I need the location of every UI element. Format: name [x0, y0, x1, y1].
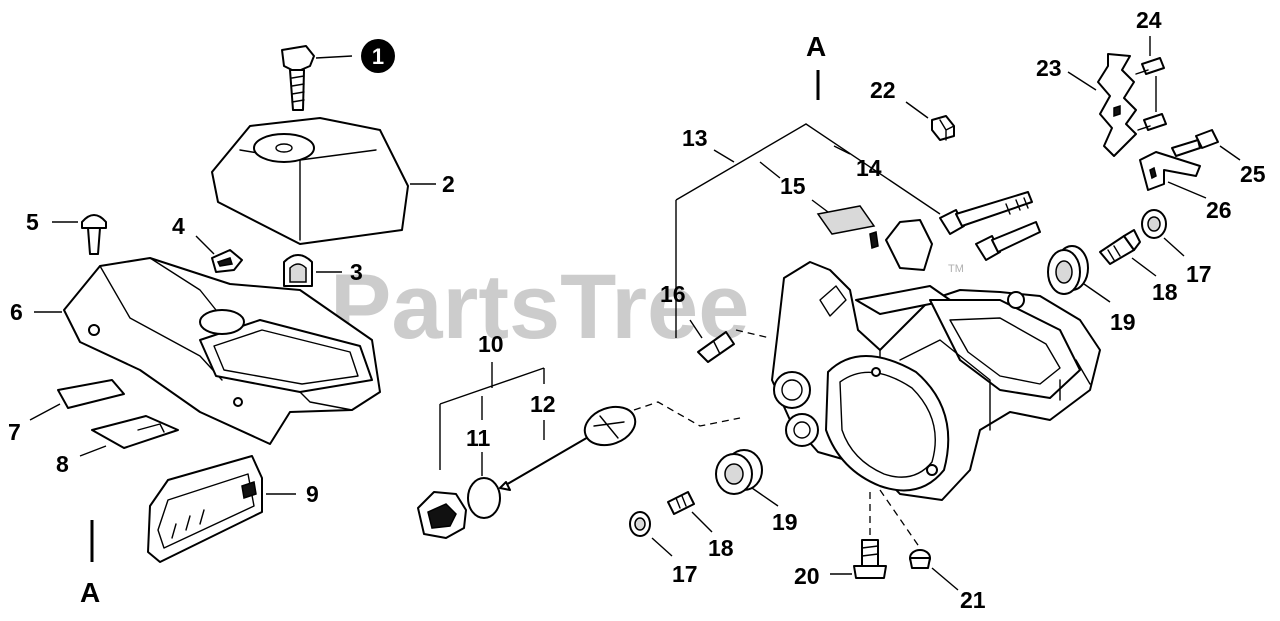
leader-15	[811, 199, 829, 213]
part-11-o-ring[interactable]	[467, 477, 501, 519]
callout-25: 25	[1240, 161, 1266, 187]
part-15-label[interactable]	[816, 205, 876, 235]
part-24-screws[interactable]	[1135, 57, 1167, 131]
part-18-fitting-upper[interactable]	[1099, 229, 1141, 265]
part-17-cap-upper[interactable]	[1141, 209, 1167, 239]
callout-7: 7	[8, 419, 21, 445]
part-26-bracket[interactable]	[1139, 151, 1201, 191]
callout-15: 15	[780, 173, 806, 199]
svg-text:1: 1	[372, 44, 384, 69]
leader-26	[1167, 181, 1207, 199]
callout-23: 23	[1036, 55, 1062, 81]
callout-26: 26	[1206, 197, 1232, 223]
leader-13	[713, 149, 735, 163]
leader-24	[1149, 36, 1157, 112]
part-1-knob-screw[interactable]	[281, 45, 315, 111]
callout-19-upper: 19	[1110, 309, 1136, 335]
callout-24: 24	[1136, 7, 1162, 33]
callout-17-upper: 17	[1186, 261, 1212, 287]
part-25-screw[interactable]	[1171, 129, 1219, 157]
part-19-grommet-lower[interactable]	[715, 449, 763, 495]
callout-21: 21	[960, 587, 986, 613]
part-16-nozzle[interactable]	[697, 331, 735, 363]
part-12-strainer[interactable]	[499, 400, 641, 491]
leader-17-lower	[651, 537, 673, 557]
leader-16	[689, 319, 703, 339]
callout-6: 6	[10, 299, 23, 325]
part-5-bolt[interactable]	[81, 214, 107, 255]
callout-3: 3	[350, 259, 363, 285]
section-marker-top: A	[806, 31, 826, 62]
callout-22: 22	[870, 77, 896, 103]
part-17-cap-lower[interactable]	[629, 511, 651, 537]
part-23-bumper-spike[interactable]	[1097, 53, 1137, 157]
callout-11: 11	[466, 425, 491, 451]
callout-19-lower: 19	[772, 509, 798, 535]
part-19-grommet-upper[interactable]	[1047, 245, 1089, 295]
callout-1-badge[interactable]: 1	[361, 39, 395, 73]
callout-18-upper: 18	[1152, 279, 1178, 305]
callout-10: 10	[478, 331, 504, 357]
callout-13: 13	[682, 125, 708, 151]
callout-14: 14	[856, 155, 882, 181]
leader-25	[1219, 145, 1241, 161]
leader-4	[195, 235, 215, 255]
part-14-bolts[interactable]	[939, 191, 1041, 261]
bracket-13-16	[675, 123, 941, 338]
leader-18-lower	[691, 511, 713, 533]
part-7-pad[interactable]	[57, 379, 125, 409]
part-9-side-plate[interactable]	[147, 455, 263, 563]
callout-17-lower: 17	[672, 561, 698, 587]
leader-19-lower	[751, 487, 779, 507]
part-22-block[interactable]	[931, 115, 955, 141]
crankcase-housing[interactable]	[771, 219, 1101, 501]
callout-12: 12	[530, 391, 556, 417]
callout-20: 20	[794, 563, 820, 589]
leader-17-upper	[1163, 237, 1185, 257]
leader-19-upper	[1083, 283, 1111, 303]
part-20-bolt[interactable]	[853, 539, 887, 579]
callout-18-lower: 18	[708, 535, 734, 561]
part-21-plug[interactable]	[909, 549, 931, 569]
leader-14	[833, 145, 851, 155]
part-18-fitting-lower[interactable]	[667, 491, 695, 515]
callout-16: 16	[660, 281, 686, 307]
dash-strainer-link	[633, 401, 741, 427]
watermark: PartsTree	[330, 256, 749, 358]
callout-2: 2	[442, 171, 455, 197]
callout-9: 9	[306, 481, 319, 507]
dash-16	[735, 329, 771, 339]
section-marker-bottom: A	[80, 577, 100, 608]
leader-7	[29, 403, 61, 421]
part-4-clip[interactable]	[211, 249, 243, 273]
part-3-grommet[interactable]	[283, 254, 313, 287]
leader-1	[315, 55, 353, 59]
leader-10-bracket	[439, 362, 545, 470]
part-2-air-filter-cover[interactable]	[211, 117, 409, 245]
leader-22	[905, 101, 929, 119]
callout-8: 8	[56, 451, 69, 477]
callout-5: 5	[26, 209, 39, 235]
leader-8	[79, 445, 107, 457]
watermark-trademark: TM	[948, 263, 964, 275]
leader-21	[931, 567, 959, 591]
leader-23	[1067, 71, 1097, 91]
dash-21	[879, 489, 921, 549]
part-6-top-cover[interactable]	[63, 257, 381, 445]
callout-4: 4	[172, 213, 185, 239]
part-10-cap[interactable]	[417, 491, 467, 539]
part-8-label[interactable]	[91, 415, 179, 449]
leader-18-upper	[1131, 257, 1157, 277]
